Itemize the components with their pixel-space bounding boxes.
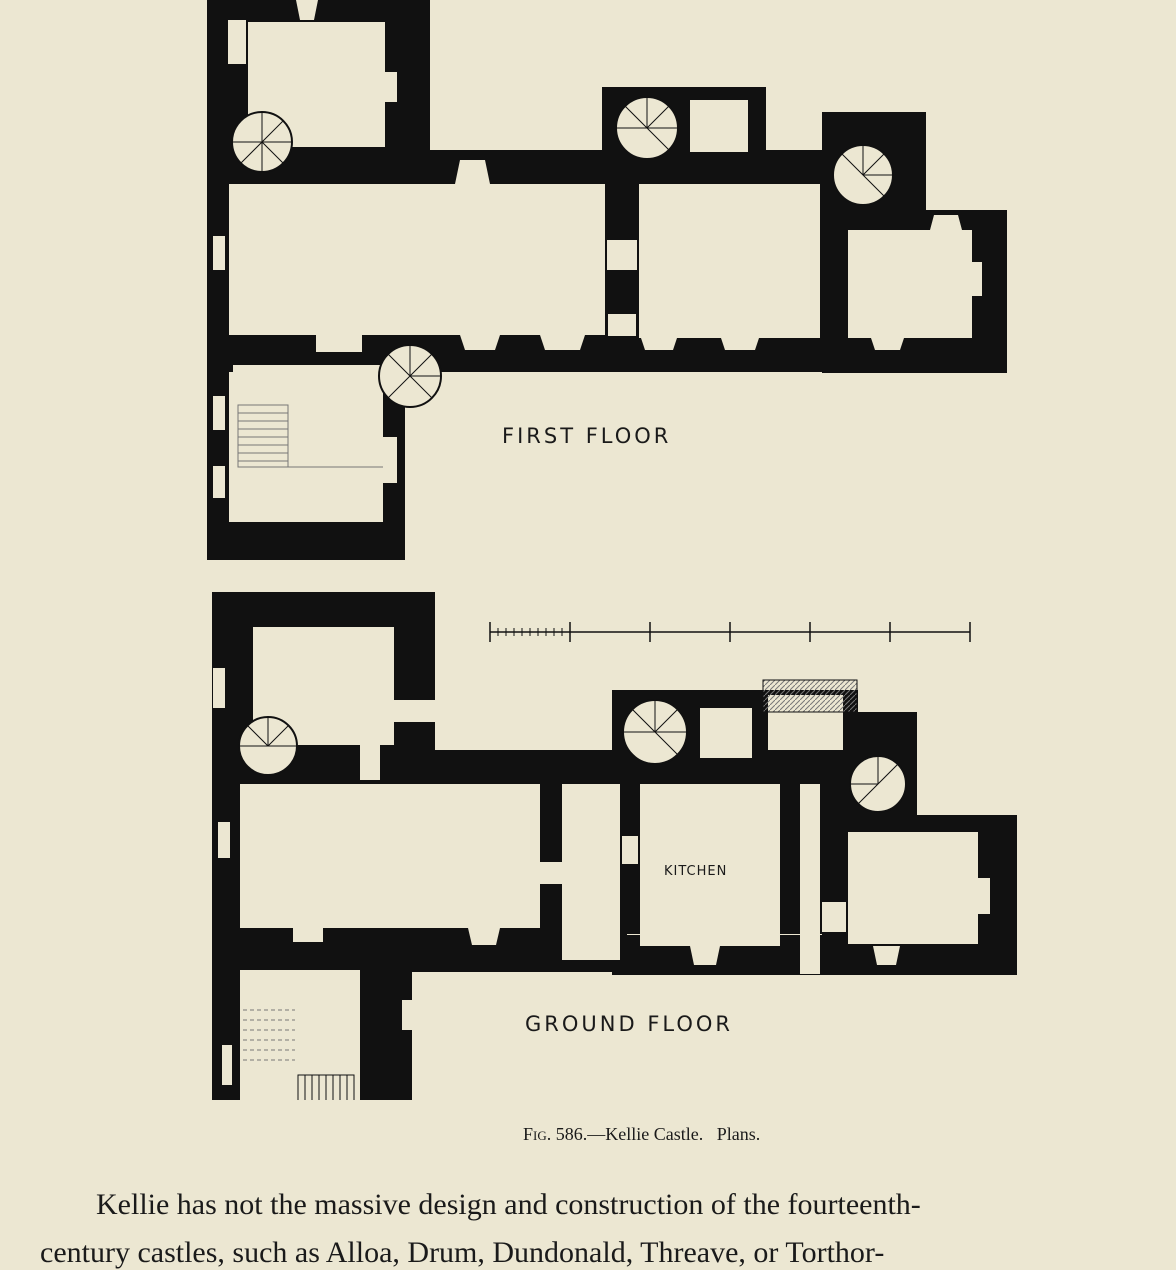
body-text-line-1: Kellie has not the massive design and co… xyxy=(96,1188,921,1221)
first-floor-windows xyxy=(213,0,982,498)
kellie-castle-plans xyxy=(207,0,1017,1100)
ground-floor-straight-stairs xyxy=(243,1009,355,1100)
first-floor-plan xyxy=(207,0,1007,560)
first-floor-spiral-stairs xyxy=(231,96,894,408)
first-floor-label: FIRST FLOOR xyxy=(502,424,672,448)
figure-number: Fig. 586. xyxy=(523,1124,588,1144)
body-text-line-2: century castles, such as Alloa, Drum, Du… xyxy=(40,1236,885,1269)
kitchen-label: KITCHEN xyxy=(664,864,728,879)
caption-title: Kellie Castle. xyxy=(605,1124,704,1144)
caption-suffix: Plans. xyxy=(716,1124,761,1144)
ground-floor-windows xyxy=(213,668,990,1085)
first-floor-rooms xyxy=(228,20,972,522)
ground-floor-spiral-stairs xyxy=(238,699,907,813)
hatched-wall xyxy=(762,679,858,713)
ground-floor-plan xyxy=(212,592,1017,1100)
figure-caption: Fig. 586.—Kellie Castle. Plans. xyxy=(523,1124,760,1145)
ground-floor-label: GROUND FLOOR xyxy=(525,1012,733,1036)
caption-dash: — xyxy=(587,1124,606,1144)
first-floor-straight-stair xyxy=(237,404,383,468)
scale-bar xyxy=(489,622,971,642)
